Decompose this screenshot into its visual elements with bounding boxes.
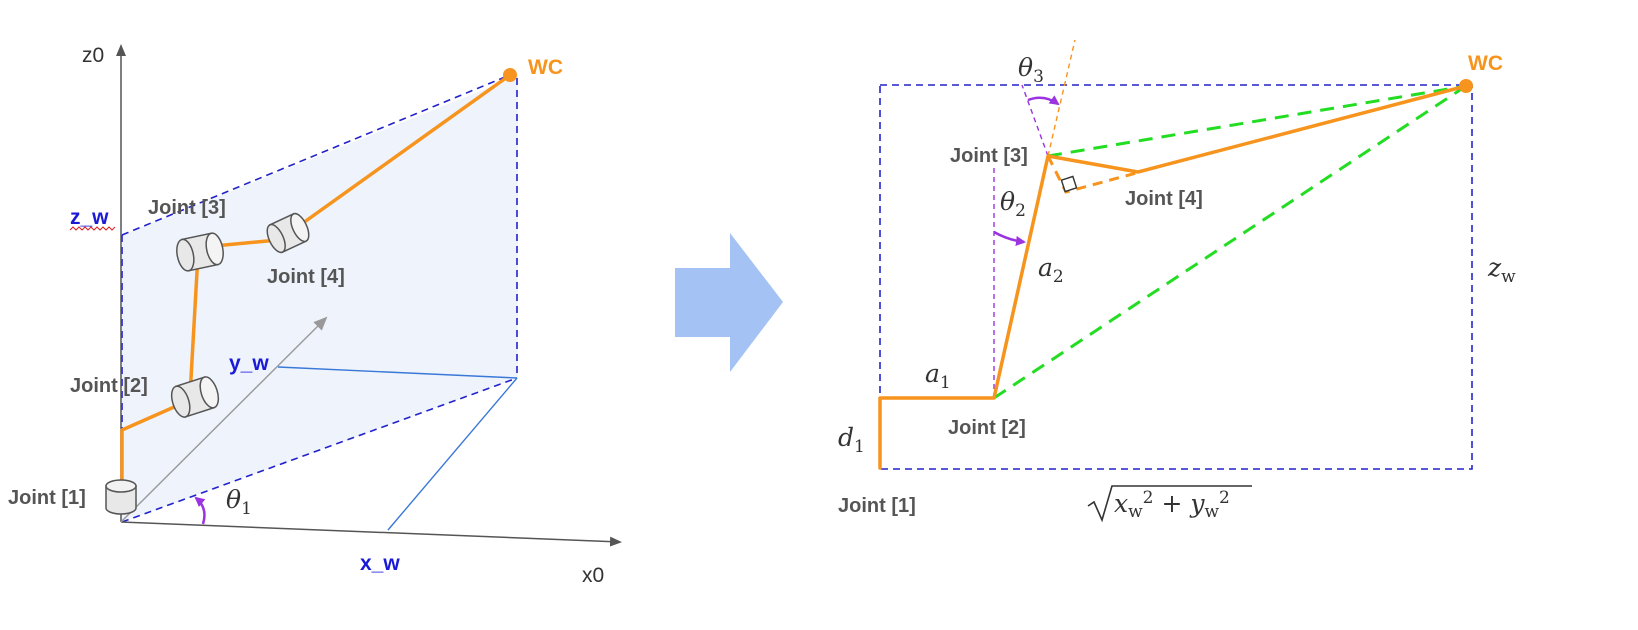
svg-text:xw2 + yw2: xw2 + yw2 — [1114, 488, 1230, 522]
right-joint2-label: Joint [2] — [948, 417, 1026, 439]
right-arm-offset — [1046, 155, 1141, 194]
x0-label: x0 — [582, 564, 604, 587]
right-wc-label: WC — [1468, 52, 1503, 75]
left-arm-link-4-wc — [294, 73, 512, 230]
left-arm-link-1-2 — [120, 398, 192, 482]
right-arm — [878, 84, 1468, 470]
left-joint1-label: Joint [1] — [8, 487, 86, 509]
z-w-spellcheck-squiggle — [69, 226, 116, 231]
theta3-label: θ3 — [1018, 53, 1044, 87]
joint4-cylinder-icon — [266, 212, 310, 254]
right-joint3-label: Joint [3] — [950, 145, 1028, 167]
z0-label: z0 — [82, 44, 104, 67]
transition-arrow-icon — [675, 233, 783, 372]
left-wc-label: WC — [528, 56, 563, 79]
y-w-label: y_w — [229, 352, 269, 375]
left-joint4-label: Joint [4] — [267, 266, 345, 288]
theta3-extension-line — [1047, 39, 1076, 157]
wc-plane — [122, 76, 518, 522]
y0-axis — [120, 316, 328, 523]
a1-label: a1 — [925, 359, 951, 393]
x0-axis — [120, 521, 622, 547]
joint1-cylinder-icon — [105, 479, 137, 515]
plane-edge-top — [121, 74, 511, 236]
z-w-math-label: zw — [1487, 253, 1516, 287]
left-joint3-label: Joint [3] — [148, 197, 226, 219]
x-w-label: x_w — [360, 552, 400, 575]
z-w-label: z_w — [70, 206, 109, 229]
right-diagram: WC Joint [1] Joint [2] Joint [3] Joint [… — [838, 39, 1516, 523]
green-joint3-wc — [1047, 84, 1467, 158]
bounding-box — [879, 84, 1473, 470]
right-wc-point — [1459, 79, 1473, 93]
x-w-projection — [387, 377, 518, 531]
theta3-reference-line — [1021, 84, 1049, 157]
right-joint4-label: Joint [4] — [1125, 188, 1203, 210]
plane-edge-bottom — [121, 377, 518, 523]
sqrt-xw2-yw2-expression: xw2 + yw2 — [1087, 485, 1252, 523]
left-arm-link-3-4 — [212, 238, 280, 248]
theta1-label: θ1 — [226, 485, 252, 519]
joint2-cylinder-icon — [170, 376, 220, 418]
theta3-arc — [1027, 95, 1060, 106]
left-wc-point — [503, 68, 517, 82]
green-joint2-wc — [993, 84, 1467, 400]
right-joint1-label: Joint [1] — [838, 495, 916, 517]
d1-label: d1 — [838, 423, 865, 457]
right-angle-marker — [1060, 175, 1078, 193]
left-arm-link-2-3 — [188, 252, 200, 398]
joint3-cylinder-icon — [176, 232, 224, 272]
left-joint2-label: Joint [2] — [70, 375, 148, 397]
theta1-arc — [194, 496, 206, 525]
a2-label: a2 — [1038, 253, 1064, 287]
theta2-arc — [993, 230, 1026, 246]
theta2-label: θ2 — [1000, 187, 1026, 221]
y-w-projection — [277, 366, 518, 379]
left-diagram: z0 x0 z_w y_w x_w WC Joint [1] Joint [2]… — [8, 44, 622, 587]
